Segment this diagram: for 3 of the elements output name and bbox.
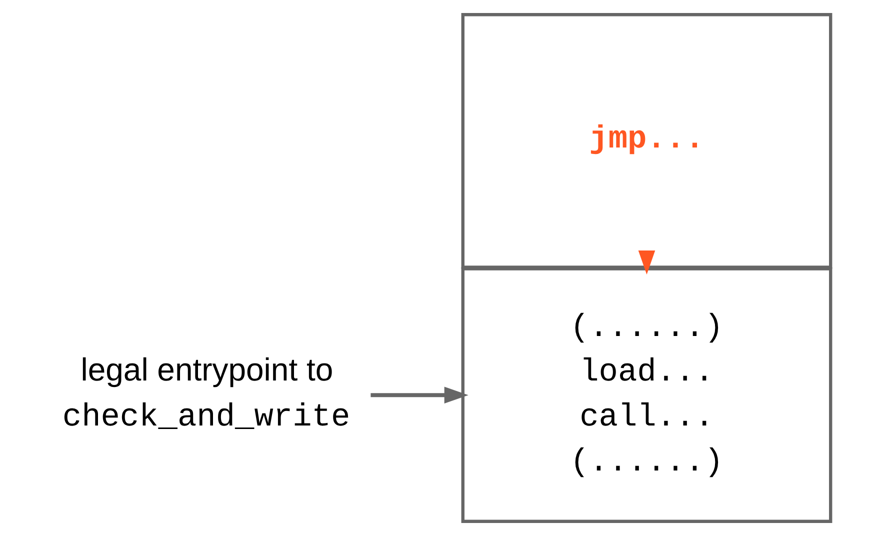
arrow bbox=[370, 386, 468, 404]
arrow bbox=[638, 250, 655, 275]
node-text: legal entrypoint to check_and_write bbox=[62, 352, 350, 436]
